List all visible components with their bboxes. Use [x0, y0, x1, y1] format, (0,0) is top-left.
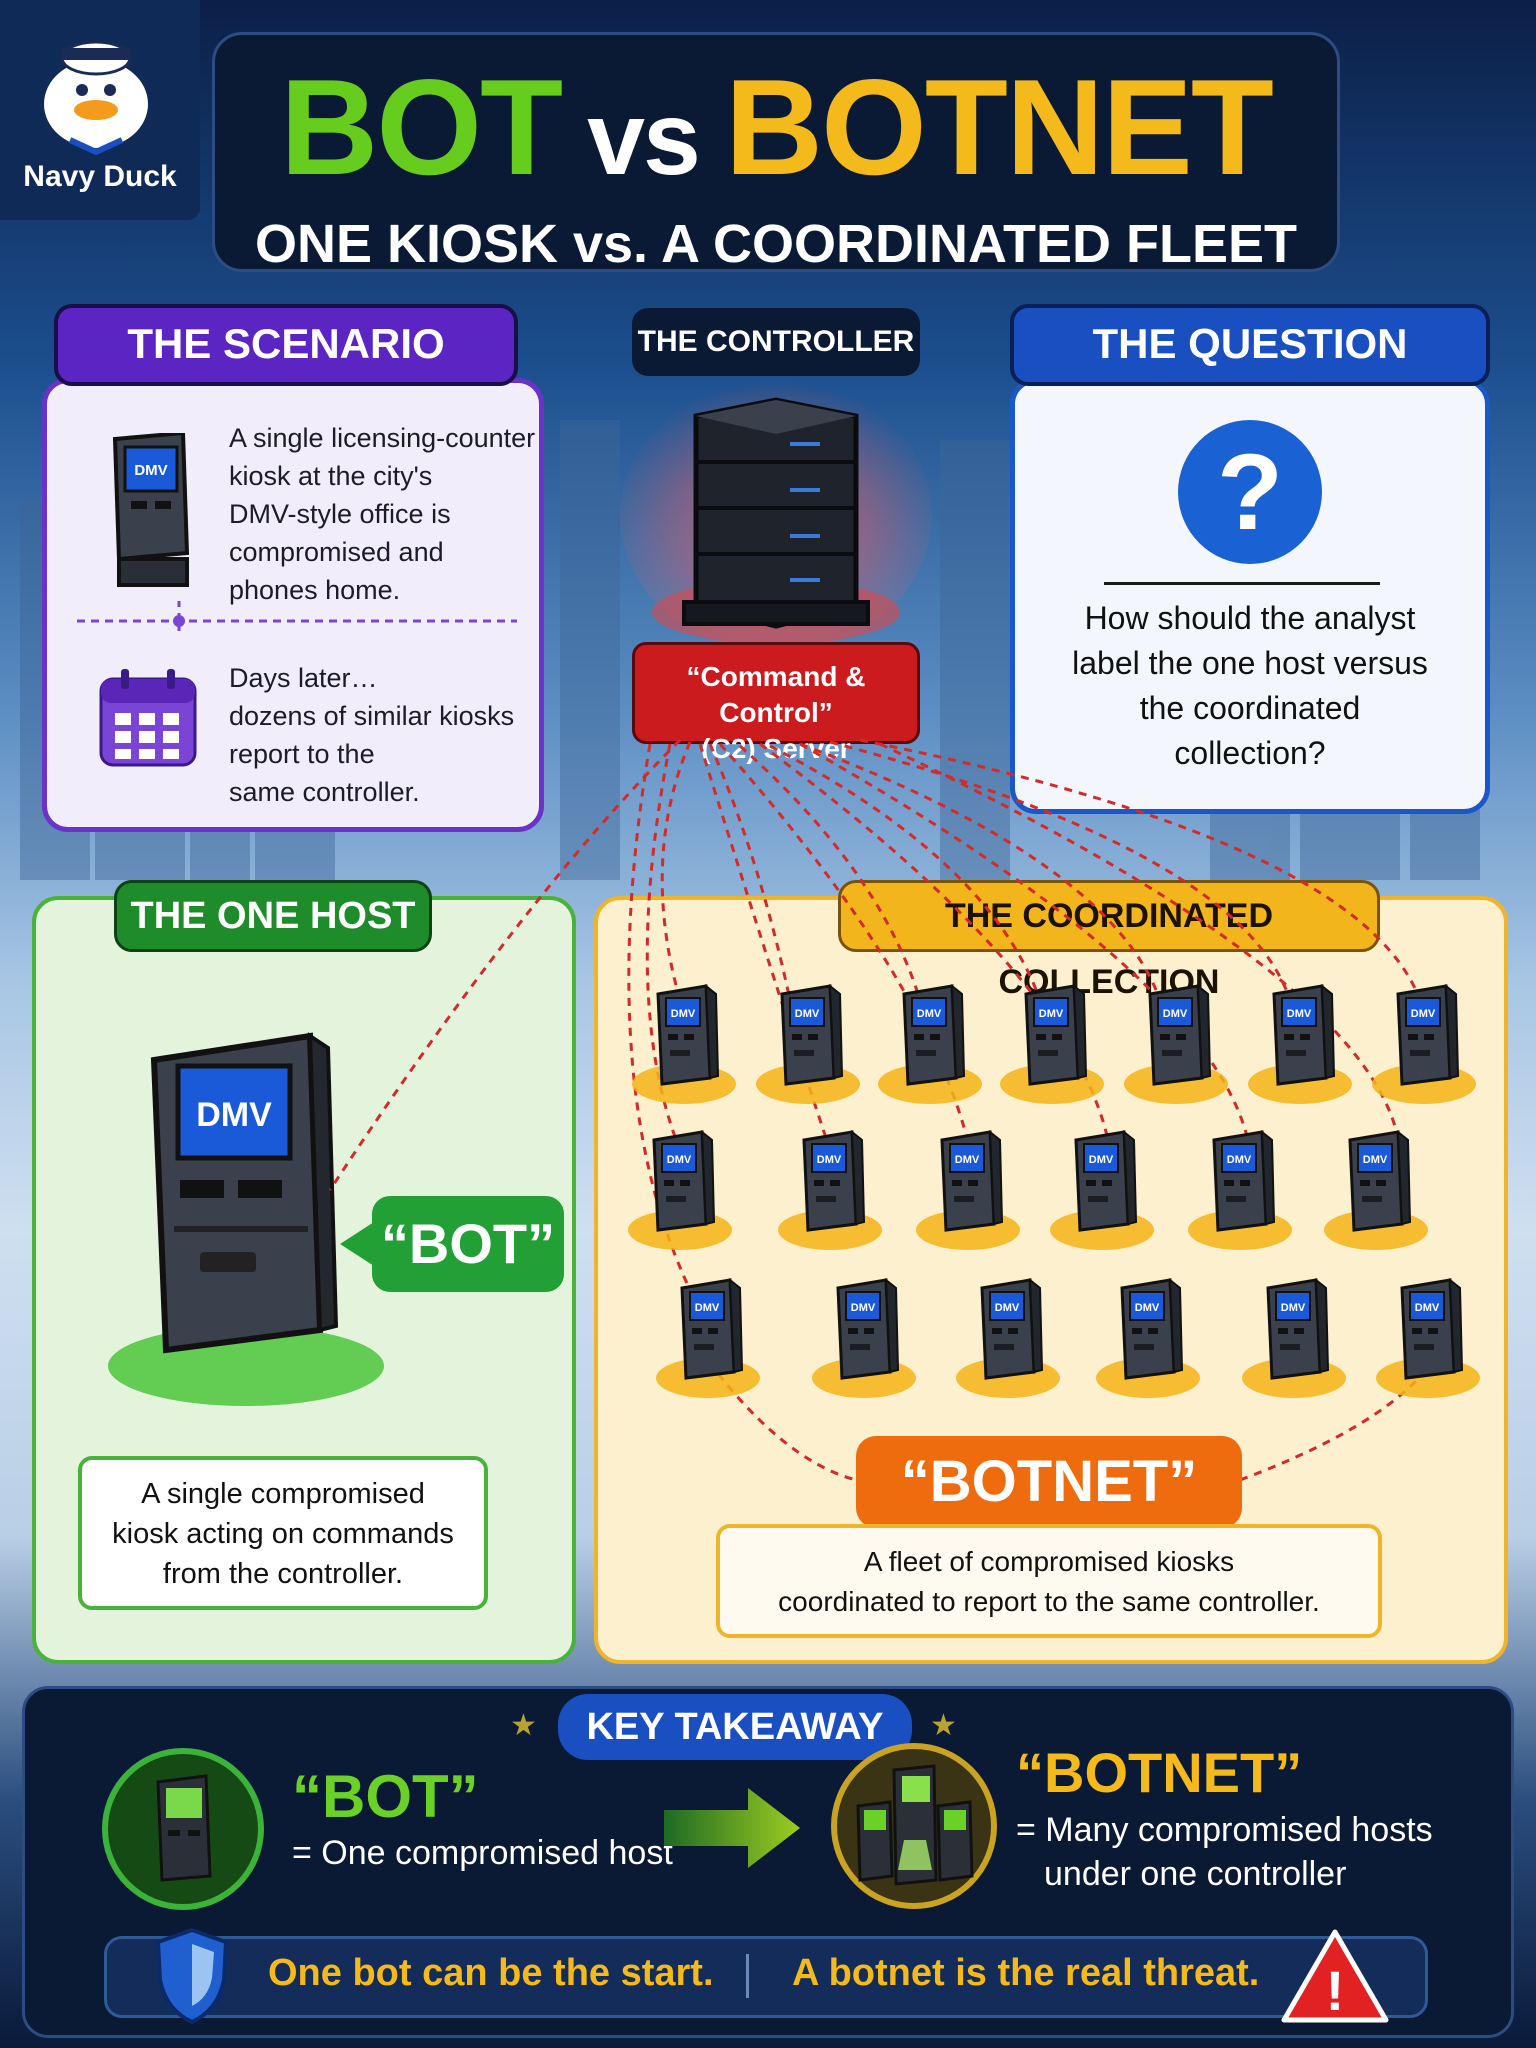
scenario-text-2: Days later… dozens of similar kiosks rep… [229, 663, 515, 807]
question-label: THE QUESTION [1010, 304, 1490, 386]
kiosk-screen-label: DMV [1415, 1302, 1440, 1314]
fleet-kiosk: DMV [1242, 1277, 1346, 1398]
duck-mascot-icon [44, 40, 148, 156]
kiosk-screen-label: DMV [795, 1008, 820, 1020]
takeaway-botnet-description: = Many compromised hosts under one contr… [1016, 1811, 1433, 1893]
controller-label: THE CONTROLLER [632, 308, 920, 376]
takeaway-bot-description: = One compromised host [292, 1834, 673, 1872]
bar-left-text: One bot can be the start. [268, 1952, 714, 1994]
kiosk-screen-label: DMV [1163, 1008, 1188, 1020]
warning-icon: ! [1281, 1929, 1389, 2023]
star-icon: ★ [930, 1708, 957, 1743]
takeaway-botnet-title: “BOTNET” [1016, 1741, 1303, 1804]
kiosk-screen-label: DMV [134, 462, 167, 479]
shield-icon [155, 1927, 229, 2025]
server-rack-icon [620, 380, 932, 652]
title-botnet: BOTNET [724, 51, 1274, 203]
arrow-right-icon [664, 1788, 800, 1868]
fleet-kiosk: DMV [628, 1129, 732, 1250]
fleet-kiosk: DMV [1000, 983, 1104, 1104]
kiosk-screen-label: DMV [671, 1008, 696, 1020]
kiosk-screen-label: DMV [955, 1154, 980, 1166]
coordinated-collection-description: A fleet of compromised kiosks coordinate… [716, 1524, 1382, 1638]
kiosk-screen-label: DMV [196, 1096, 272, 1134]
scenario-text-1: A single licensing-counter kiosk at the … [229, 423, 536, 605]
kiosk-screen-label: DMV [1227, 1154, 1252, 1166]
kiosk-screen-label: DMV [1135, 1302, 1160, 1314]
fleet-kiosk: DMV [916, 1129, 1020, 1250]
kiosk-screen-label: DMV [1281, 1302, 1306, 1314]
one-host-description: A single compromised kiosk acting on com… [78, 1456, 488, 1610]
takeaway-bot-title: “BOT” [292, 1763, 479, 1830]
kiosk-screen-label: DMV [1039, 1008, 1064, 1020]
fleet-kiosk: DMV [956, 1277, 1060, 1398]
fleet-kiosk: DMV [778, 1129, 882, 1250]
kiosk-screen-label: DMV [1089, 1154, 1114, 1166]
kiosk-icon: DMV [112, 433, 190, 587]
kiosk-screen-label: DMV [917, 1008, 942, 1020]
scenario-label: THE SCENARIO [54, 304, 518, 386]
kiosk-screen-label: DMV [667, 1154, 692, 1166]
navy-duck-logo: Navy Duck [0, 0, 200, 220]
kiosk-screen-label: DMV [1363, 1154, 1388, 1166]
takeaway-bar [104, 1936, 1428, 2018]
title-vs: vs [587, 81, 701, 197]
fleet-kiosk: DMV [812, 1277, 916, 1398]
star-icon: ★ [510, 1708, 537, 1743]
kiosk-screen-label: DMV [817, 1154, 842, 1166]
fleet-kiosk: DMV [1376, 1277, 1480, 1398]
bar-right-text: A botnet is the real threat. [792, 1952, 1260, 1994]
calendar-icon [99, 669, 197, 767]
fleet-kiosk: DMV [632, 983, 736, 1104]
bot-callout-pointer [340, 1222, 374, 1266]
botnet-callout: “BOTNET” [856, 1436, 1242, 1528]
bot-callout: “BOT” [372, 1196, 564, 1292]
kiosk-screen-label: DMV [851, 1302, 876, 1314]
kiosk-screen-label: DMV [1411, 1008, 1436, 1020]
fleet-kiosk: DMV [1050, 1129, 1154, 1250]
fleet-kiosk: DMV [1324, 1129, 1428, 1250]
kiosk-screen-label: DMV [695, 1302, 720, 1314]
botnet-kiosks-badge [831, 1743, 997, 1909]
fleet-kiosk: DMV [1372, 983, 1476, 1104]
question-divider [1104, 582, 1380, 585]
timeline-divider [77, 601, 517, 637]
bot-kiosk-badge [102, 1748, 264, 1910]
fleet-kiosk: DMV [1124, 983, 1228, 1104]
fleet-kiosk: DMV [1188, 1129, 1292, 1250]
title-bot: BOT [280, 51, 563, 203]
subtitle: ONE KIOSK vs. A COORDINATED FLEET [254, 214, 1298, 274]
fleet-kiosk: DMV [878, 983, 982, 1104]
fleet-kiosk: DMV [1096, 1277, 1200, 1398]
question-mark-icon: ? [1178, 420, 1322, 564]
kiosk-screen-label: DMV [1287, 1008, 1312, 1020]
bar-divider [746, 1954, 749, 1998]
brand-name: Navy Duck [23, 160, 177, 193]
fleet-kiosk: DMV [1248, 983, 1352, 1104]
warning-mark: ! [1326, 1959, 1345, 2022]
fleet-kiosk: DMV [756, 983, 860, 1104]
key-takeaway-label: KEY TAKEAWAY [558, 1694, 912, 1760]
fleet-kiosk: DMV [656, 1277, 760, 1398]
kiosk-screen-label: DMV [995, 1302, 1020, 1314]
